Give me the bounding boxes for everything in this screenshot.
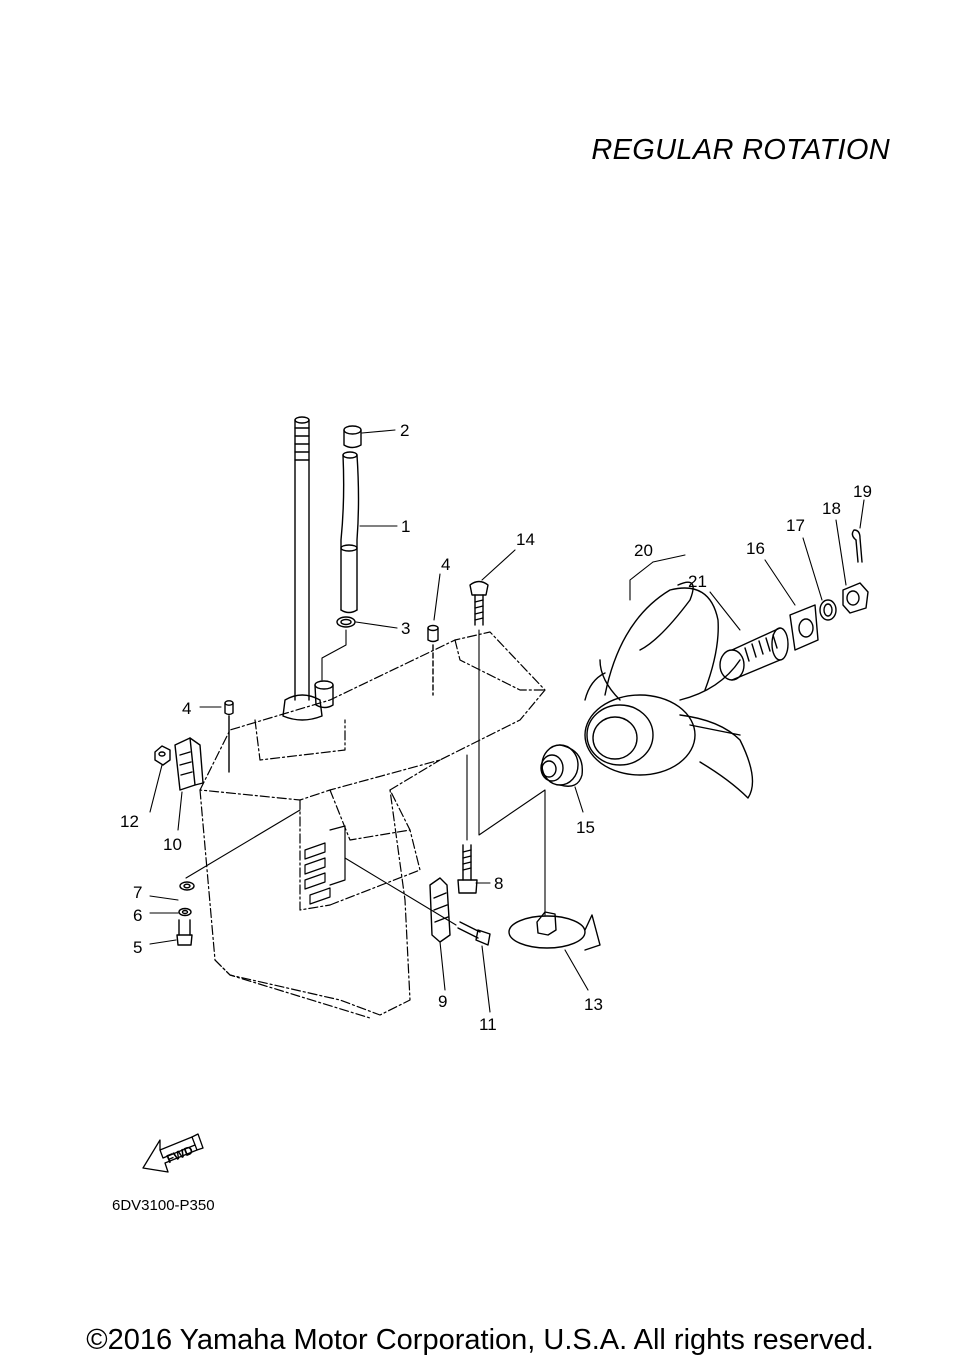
water-pipe-grommet xyxy=(343,425,362,449)
callout-14: 14 xyxy=(516,530,535,549)
pipe-seat-boss xyxy=(314,684,334,709)
callout-21: 21 xyxy=(688,572,707,591)
screw-11 xyxy=(344,857,491,946)
drive-shaft xyxy=(282,416,323,721)
callout-13: 13 xyxy=(584,995,603,1014)
callout-7: 7 xyxy=(133,883,142,902)
callout-2: 2 xyxy=(400,421,409,440)
callout-6: 6 xyxy=(133,906,142,925)
callout-leaders xyxy=(149,429,865,1013)
callout-3: 3 xyxy=(401,619,410,638)
callout-9: 9 xyxy=(438,992,447,1011)
guide-line-7 xyxy=(185,809,301,879)
washer-16 xyxy=(789,604,819,651)
cotter-pin-19 xyxy=(851,529,863,563)
callout-17: 17 xyxy=(786,516,805,535)
washer-6 xyxy=(178,907,192,917)
bolt-5 xyxy=(176,919,193,946)
water-pipe xyxy=(340,451,360,614)
propeller xyxy=(584,581,754,799)
callout-4-upper: 4 xyxy=(441,555,450,574)
spline-bushing-21 xyxy=(719,627,789,681)
callout-19: 19 xyxy=(853,482,872,501)
bolt-8 xyxy=(457,754,478,894)
callout-5: 5 xyxy=(133,938,142,957)
pipe-guide-line xyxy=(321,629,347,681)
dowel-pin-upper xyxy=(427,624,439,696)
diagram-code: 6DV3100-P350 xyxy=(112,1197,215,1214)
exploded-view-diagram: 2 1 3 4 4 14 12 10 7 6 5 8 9 11 13 15 20… xyxy=(120,416,872,1173)
forward-direction-arrow: FWD xyxy=(142,1133,204,1173)
callout-8: 8 xyxy=(494,874,503,893)
pipe-seat-boss-top xyxy=(314,680,334,690)
thrust-spacer-15 xyxy=(540,744,584,787)
washer-7 xyxy=(179,881,195,891)
bolt-14 xyxy=(469,580,546,916)
callout-1: 1 xyxy=(401,517,410,536)
plate-10 xyxy=(174,737,204,791)
callout-12: 12 xyxy=(120,812,139,831)
callout-numbers: 2 1 3 4 4 14 12 10 7 6 5 8 9 11 13 15 20… xyxy=(120,421,872,1034)
callout-20: 20 xyxy=(634,541,653,560)
callout-10: 10 xyxy=(163,835,182,854)
washer-17 xyxy=(819,599,837,621)
diagram-title: REGULAR ROTATION xyxy=(591,134,890,166)
callout-16: 16 xyxy=(746,539,765,558)
propeller-nut-18 xyxy=(842,582,869,614)
callout-4-left: 4 xyxy=(182,699,191,718)
nut-12 xyxy=(154,745,171,766)
copyright-notice: ©2016 Yamaha Motor Corporation, U.S.A. A… xyxy=(86,1324,874,1356)
lower-case-housing xyxy=(199,631,546,1019)
callout-18: 18 xyxy=(822,499,841,518)
callout-11: 11 xyxy=(479,1015,497,1034)
anode-9 xyxy=(429,877,451,943)
water-inlet-grille xyxy=(304,825,346,905)
o-ring xyxy=(336,616,356,628)
callout-15: 15 xyxy=(576,818,595,837)
trim-tab-anode xyxy=(508,911,601,951)
dowel-pin-left xyxy=(224,700,234,773)
